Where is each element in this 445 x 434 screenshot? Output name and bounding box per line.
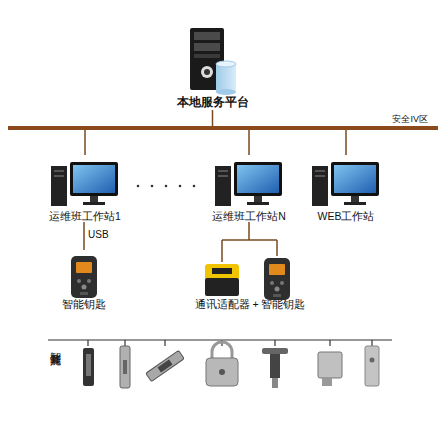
connector-line — [83, 222, 85, 250]
node-label: 运维班工作站1 — [49, 210, 121, 222]
node-label: 本地服务平台 — [177, 96, 249, 110]
node-label: 安全IV区 — [392, 114, 428, 124]
network-bus: 安全IV区 — [8, 126, 438, 130]
ellipsis-dots — [137, 185, 196, 188]
lock-group: 智能锁具 — [45, 338, 400, 395]
server-node: 本地服务平台 — [160, 22, 265, 110]
smart-key-icon — [264, 258, 290, 300]
connector-line — [212, 110, 214, 126]
workstation-node: WEB工作站 — [303, 155, 389, 222]
node-label: 运维班工作站N — [212, 210, 286, 222]
adapter-icon — [205, 264, 239, 296]
node-label: WEB工作站 — [318, 210, 375, 222]
split-wire — [222, 240, 277, 262]
workstation-node: 运维班工作站1 — [38, 155, 132, 222]
server-icon — [190, 28, 236, 95]
workstation-icon — [215, 162, 282, 206]
node-label: 智能锁具 — [49, 344, 61, 348]
node-label: 智能钥匙 — [62, 298, 106, 310]
edge-label: USB — [88, 229, 109, 240]
connector-line — [248, 130, 250, 155]
workstation-icon — [312, 162, 379, 206]
workstation-node: 运维班工作站N — [202, 155, 296, 222]
adapter-key-node: 通讯适配器 + 智能钥匙 — [178, 240, 322, 310]
workstation-icon — [51, 162, 118, 206]
connector-line — [345, 130, 347, 155]
connector-line — [84, 130, 86, 155]
node-label: 通讯适配器 + 智能钥匙 — [195, 298, 306, 310]
lock-icons — [83, 342, 379, 388]
smart-key-node: 智能钥匙 — [50, 250, 118, 310]
smart-key-icon — [71, 256, 97, 298]
connector-line — [248, 222, 250, 240]
